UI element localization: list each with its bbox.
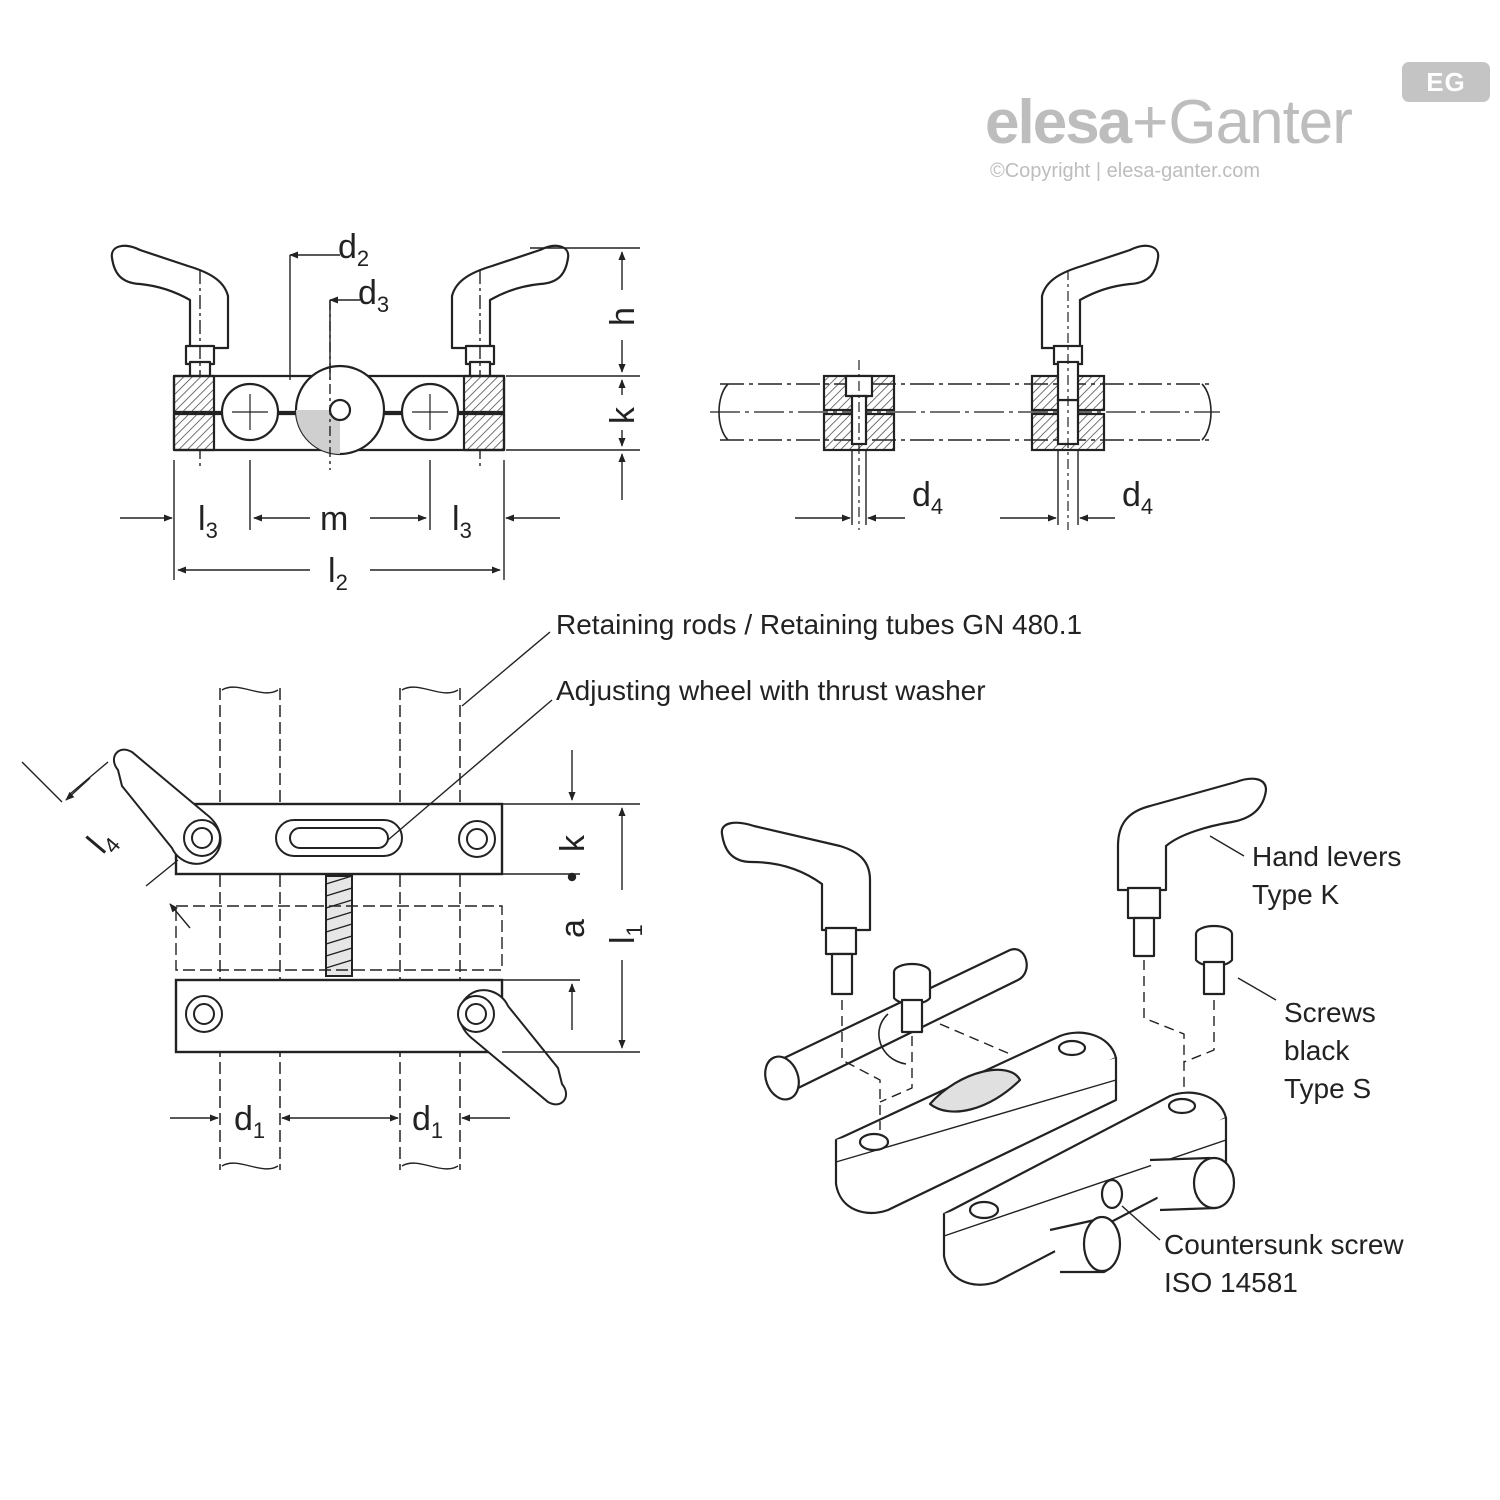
callout-screws-2: black [1284, 1035, 1350, 1066]
dim-a: a [554, 919, 592, 938]
dim-d2: d2 [338, 228, 369, 271]
dim-k-mid: k [554, 834, 592, 852]
callout-hand-levers-2: Type K [1252, 879, 1339, 910]
side-view-top-right [710, 244, 1220, 530]
dim-d3: d3 [358, 274, 389, 317]
dim-l2: l2 [328, 552, 348, 595]
brand-badge-text: EG [1426, 67, 1466, 97]
iso-screw-right [1194, 924, 1234, 996]
dimensions-top-left [120, 247, 640, 580]
brand-name-left: elesa [985, 88, 1132, 157]
callout-adjusting-wheel: Adjusting wheel with thrust washer [556, 675, 986, 706]
dim-k-top: k [604, 406, 642, 424]
callout-countersunk-1: Countersunk screw [1164, 1229, 1404, 1260]
brand-name-plus: + [1132, 88, 1168, 157]
dim-h: h [604, 307, 642, 326]
top-view-bottom-left [113, 686, 567, 1170]
dimension-labels: d2 d3 h k l3 m l3 l2 d4 d4 l4 k a l1 d1 … [80, 228, 1153, 1143]
iso-hand-lever-left [720, 821, 872, 996]
brand-badge-logo: EG [1402, 62, 1490, 102]
dim-d1-left: d1 [234, 1100, 265, 1143]
dim-l3-left: l3 [198, 500, 218, 543]
clamp-block-back [834, 1031, 1118, 1215]
dim-l4: l4 [80, 821, 126, 864]
dim-l1: l1 [604, 924, 647, 944]
brand-wordmark: elesa+Ganter [985, 92, 1353, 154]
iso-hand-lever-right [1116, 777, 1268, 958]
brand-name-right: Ganter [1168, 88, 1353, 157]
dim-d4-right: d4 [1122, 476, 1153, 519]
callout-labels: Retaining rods / Retaining tubes GN 480.… [556, 609, 1404, 1298]
callout-retaining-rods: Retaining rods / Retaining tubes GN 480.… [556, 609, 1082, 640]
dim-d4-left: d4 [912, 476, 943, 519]
callout-hand-levers-1: Hand levers [1252, 841, 1401, 872]
dimensions-top-right [795, 450, 1115, 525]
callout-screws-1: Screws [1284, 997, 1376, 1028]
dim-m: m [320, 500, 348, 538]
copyright-text: ©Copyright | elesa-ganter.com [990, 160, 1261, 182]
callout-countersunk-2: ISO 14581 [1164, 1267, 1298, 1298]
callout-screws-3: Type S [1284, 1073, 1371, 1104]
dim-l3-right: l3 [452, 500, 472, 543]
front-view-top-left [110, 244, 570, 470]
iso-leader-lines [1121, 835, 1277, 1241]
dimensions-bottom-left [21, 631, 640, 1122]
iso-screw-left [892, 962, 932, 1034]
dim-d1-right: d1 [412, 1100, 443, 1143]
isometric-view [720, 777, 1268, 1286]
